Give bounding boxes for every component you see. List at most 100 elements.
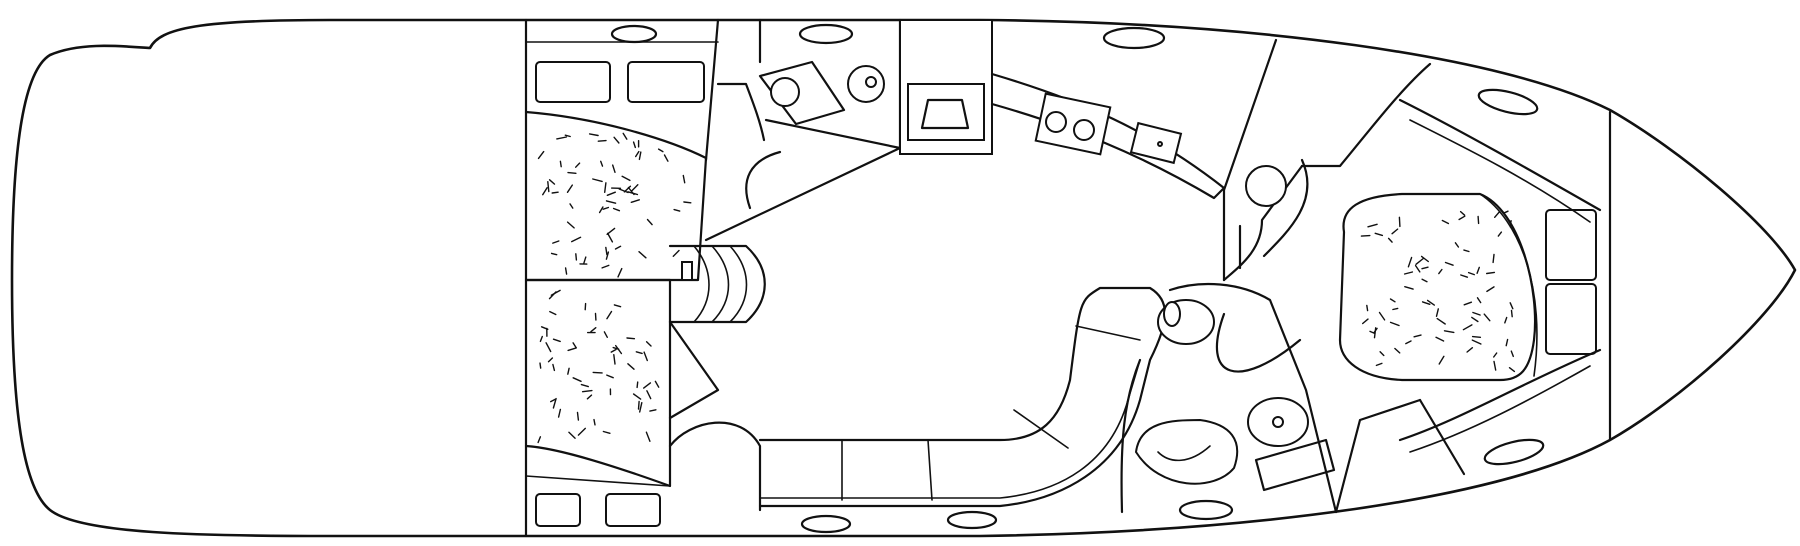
berth-texture-mark xyxy=(613,136,620,144)
berth-texture-mark xyxy=(1463,301,1473,306)
berth-texture-mark xyxy=(551,191,559,194)
berth-texture-mark xyxy=(1493,210,1501,219)
berth-texture-mark xyxy=(567,367,570,375)
cooktop xyxy=(1034,92,1112,156)
berth-texture-mark xyxy=(1379,351,1385,357)
berth-texture-mark xyxy=(571,236,582,243)
berth-texture-mark xyxy=(643,382,652,389)
aft-drawer-1 xyxy=(535,493,581,527)
shower-pan xyxy=(1134,418,1239,485)
berth-texture-mark xyxy=(1421,278,1428,283)
berth-texture-mark xyxy=(635,351,643,355)
berth-texture-mark xyxy=(1414,264,1421,273)
fwd-sink-drain-icon xyxy=(1272,416,1284,428)
berth-texture-mark xyxy=(568,431,576,439)
berth-texture-mark xyxy=(617,267,623,278)
berth-texture-mark xyxy=(1392,307,1399,311)
berth-texture-mark xyxy=(1444,261,1454,266)
berth-texture-mark xyxy=(1509,302,1514,310)
berth-texture-mark xyxy=(636,381,639,389)
burner-2-icon xyxy=(1073,119,1095,141)
berth-texture-mark xyxy=(548,291,557,300)
berth-texture-mark xyxy=(1443,330,1455,334)
berth-texture-mark xyxy=(1403,271,1414,275)
dinette-seat-div-4 xyxy=(1075,325,1141,341)
berth-texture-mark xyxy=(601,264,610,269)
berth-texture-mark xyxy=(622,132,628,140)
berth-texture-mark xyxy=(639,402,643,413)
berth-texture-mark xyxy=(572,342,577,349)
berth-texture-mark xyxy=(581,389,593,393)
berth-texture-mark xyxy=(1387,237,1393,243)
berth-texture-mark xyxy=(626,337,636,340)
berth-texture-mark xyxy=(606,310,613,320)
berth-texture-mark xyxy=(1493,360,1497,371)
berth-texture-mark xyxy=(643,351,648,362)
berth-texture-mark xyxy=(646,390,652,400)
berth-texture-mark xyxy=(632,393,642,400)
berth-texture-mark xyxy=(550,252,558,256)
berth-texture-mark xyxy=(1435,308,1440,317)
berth-texture-mark xyxy=(1435,336,1445,342)
aft-drawer-2 xyxy=(605,493,661,527)
berth-texture-mark xyxy=(597,139,607,142)
berth-texture-mark xyxy=(1394,347,1401,354)
portlight-6 xyxy=(946,510,998,530)
berth-texture-mark xyxy=(1398,216,1401,228)
berth-texture-mark xyxy=(612,207,621,212)
fwd-head-aft-wall xyxy=(1120,358,1142,514)
berth-texture-mark xyxy=(627,363,635,370)
berth-texture-mark xyxy=(1485,271,1496,275)
berth-texture-mark xyxy=(1413,334,1422,338)
berth-texture-mark xyxy=(598,206,604,214)
berth-texture-mark xyxy=(552,363,556,372)
berth-texture-mark xyxy=(632,141,636,149)
fwd-stbd-cabinet-1 xyxy=(1334,398,1422,514)
portlight-3 xyxy=(1102,26,1166,50)
stair-outline xyxy=(668,244,766,324)
shower-drain-curve xyxy=(1157,445,1211,462)
berth-texture-mark xyxy=(1460,274,1469,278)
berth-texture-mark xyxy=(548,179,556,185)
berth-texture-mark xyxy=(621,175,631,182)
vberth-stbd-trim xyxy=(1409,365,1591,453)
berth-texture-mark xyxy=(683,201,692,204)
berth-texture-mark xyxy=(645,431,651,442)
berth-texture-mark xyxy=(1421,266,1429,270)
berth-texture-mark xyxy=(645,341,652,347)
berth-texture-mark xyxy=(613,354,616,365)
berth-texture-mark xyxy=(1476,266,1481,274)
berth-texture-mark xyxy=(603,331,608,338)
berth-texture-mark xyxy=(613,304,622,308)
berth-texture-mark xyxy=(1367,223,1378,228)
berth-texture-mark xyxy=(1438,355,1445,365)
berth-texture-mark xyxy=(1389,298,1396,303)
portlight-8 xyxy=(1483,438,1545,466)
berth-texture-mark xyxy=(559,160,562,168)
berth-texture-mark xyxy=(545,342,552,353)
berth-texture-mark xyxy=(1504,316,1508,324)
berth-texture-mark xyxy=(586,394,593,400)
berth-texture-mark xyxy=(673,208,681,212)
berth-texture-mark xyxy=(614,245,622,250)
berth-texture-mark xyxy=(1438,268,1443,275)
companionway-stairs xyxy=(668,244,766,512)
berth-texture-mark xyxy=(580,383,589,388)
berth-texture-mark xyxy=(1415,257,1425,265)
microwave xyxy=(907,83,985,141)
aft-head-wall-3 xyxy=(704,146,902,242)
berth-texture-mark xyxy=(1407,256,1413,268)
aft-stateroom xyxy=(524,18,720,527)
fwd-passage-door-arc xyxy=(1262,158,1309,258)
berth-texture-mark xyxy=(567,171,577,175)
berth-texture-mark xyxy=(630,199,640,204)
berth-texture-mark xyxy=(1441,219,1450,225)
berth-texture-mark xyxy=(569,203,574,209)
berth-texture-mark xyxy=(1361,318,1369,325)
berth-texture-mark xyxy=(1472,311,1481,316)
vberth-headboard xyxy=(1479,193,1538,377)
berth-texture-mark xyxy=(657,148,664,153)
berth-texture-mark xyxy=(604,182,607,194)
berth-texture-mark xyxy=(572,377,582,382)
fwd-head-wall xyxy=(1168,282,1338,514)
